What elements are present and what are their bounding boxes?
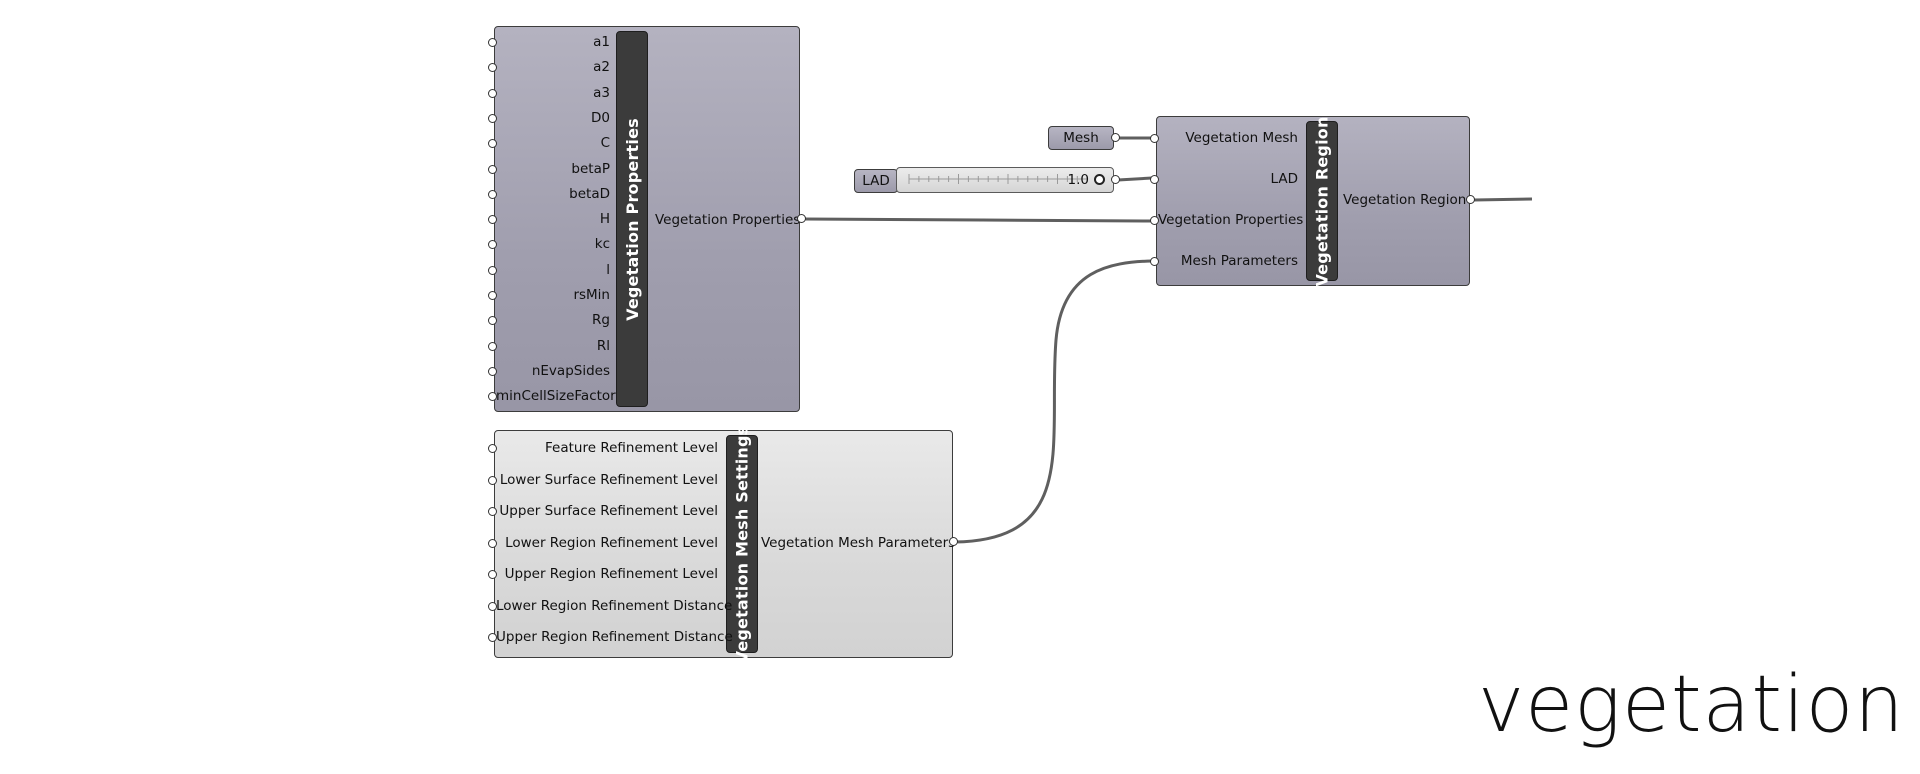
- vegetation-properties-input-label: betaD: [569, 185, 610, 202]
- vegetation-region-title: Vegetation Region: [1312, 115, 1332, 287]
- vegetation-properties-output-port[interactable]: [797, 214, 806, 223]
- vegetation-region-input-port[interactable]: [1150, 134, 1159, 143]
- vegetation-region-node[interactable]: Vegetation Region Vegetation Region: [1156, 116, 1470, 286]
- lad-slider-output-port[interactable]: [1111, 175, 1120, 184]
- vegetation-properties-input-port[interactable]: [488, 341, 497, 351]
- vegetation-properties-input-port[interactable]: [488, 240, 497, 250]
- vegetation-properties-input-label: rsMin: [573, 287, 610, 303]
- vegetation-properties-input-label: betaP: [571, 160, 610, 177]
- mesh-parameter-output-port[interactable]: [1111, 133, 1120, 142]
- vegetation-properties-input-port[interactable]: [488, 265, 497, 275]
- vegetation-mesh-settings-input-label: Upper Region Refinement Level: [504, 566, 718, 582]
- caption-vegetation: vegetation: [1478, 660, 1905, 750]
- vegetation-properties-title: Vegetation Properties: [622, 117, 642, 321]
- vegetation-region-input-port[interactable]: [1150, 257, 1159, 266]
- lad-slider-grip[interactable]: [1094, 174, 1105, 185]
- vegetation-properties-input-port[interactable]: [488, 215, 497, 225]
- vegetation-properties-input-label: H: [599, 211, 610, 228]
- vegetation-mesh-settings-input-label: Upper Region Refinement Distance: [496, 629, 733, 645]
- mesh-parameter-label: Mesh: [1063, 130, 1099, 146]
- vegetation-region-input-port[interactable]: [1150, 216, 1159, 225]
- vegetation-region-input-label: LAD: [1270, 171, 1298, 187]
- lad-slider-label-box[interactable]: LAD: [854, 169, 898, 193]
- vegetation-region-output-label: Vegetation Region: [1343, 192, 1467, 208]
- vegetation-mesh-settings-input-port[interactable]: [488, 538, 497, 548]
- vegetation-mesh-settings-input-port[interactable]: [488, 570, 497, 579]
- vegetation-properties-title-bar[interactable]: Vegetation Properties: [616, 31, 648, 407]
- wire-vegetation-region-out[interactable]: [1473, 197, 1533, 202]
- vegetation-mesh-settings-input-port[interactable]: [488, 475, 497, 485]
- vegetation-properties-input-label: minCellSizeFactor: [496, 388, 616, 405]
- vegetation-properties-input-port[interactable]: [488, 38, 497, 47]
- vegetation-mesh-settings-title-bar[interactable]: Vegetation Mesh Settings: [726, 425, 758, 663]
- vegetation-mesh-settings-input-label: Lower Surface Refinement Level: [499, 471, 718, 488]
- vegetation-properties-input-label: Rg: [592, 312, 610, 329]
- vegetation-mesh-settings-input-port[interactable]: [488, 444, 497, 453]
- vegetation-mesh-settings-title: Vegetation Mesh Settings: [732, 425, 752, 663]
- vegetation-properties-input-port[interactable]: [488, 164, 497, 174]
- vegetation-properties-input-label: a2: [593, 59, 610, 76]
- vegetation-properties-input-port[interactable]: [488, 113, 497, 123]
- lad-slider[interactable]: 1.0: [896, 167, 1114, 193]
- vegetation-region-input-label: Vegetation Mesh: [1185, 130, 1298, 146]
- vegetation-mesh-settings-input-label: Upper Surface Refinement Level: [499, 503, 718, 519]
- vegetation-properties-input-label: a1: [593, 34, 610, 50]
- vegetation-mesh-settings-input-port[interactable]: [488, 507, 497, 516]
- vegetation-mesh-settings-node[interactable]: Vegetation Mesh Settings Vegetation Mesh…: [494, 425, 956, 663]
- vegetation-properties-input-port[interactable]: [488, 366, 497, 376]
- vegetation-properties-input-port[interactable]: [488, 88, 497, 98]
- vegetation-properties-output-label: Vegetation Properties: [655, 212, 801, 228]
- wire-vegetation-properties[interactable]: [803, 217, 1153, 223]
- vegetation-properties-input-label: Rl: [596, 337, 610, 354]
- vegetation-mesh-settings-output-port[interactable]: [949, 537, 958, 546]
- vegetation-mesh-settings-input-port[interactable]: [488, 601, 497, 611]
- vegetation-region-input-label: Vegetation Properties: [1158, 212, 1304, 228]
- vegetation-properties-input-label: nEvapSides: [531, 362, 610, 379]
- vegetation-mesh-settings-input-label: Feature Refinement Level: [545, 440, 718, 456]
- vegetation-properties-input-port[interactable]: [488, 139, 497, 149]
- lad-slider-label: LAD: [862, 173, 890, 189]
- vegetation-properties-input-port[interactable]: [488, 63, 497, 73]
- vegetation-properties-input-port[interactable]: [488, 316, 497, 326]
- vegetation-properties-input-label: kc: [594, 236, 610, 253]
- lad-slider-ticks: [908, 174, 1088, 184]
- vegetation-region-title-bar[interactable]: Vegetation Region: [1306, 116, 1338, 286]
- vegetation-region-input-port[interactable]: [1150, 175, 1159, 184]
- vegetation-properties-input-port[interactable]: [488, 392, 497, 402]
- vegetation-region-input-label: Mesh Parameters: [1180, 253, 1298, 269]
- vegetation-properties-input-label: C: [600, 135, 610, 152]
- wire-lad[interactable]: [1117, 176, 1153, 182]
- vegetation-mesh-settings-input-label: Lower Region Refinement Distance: [496, 597, 733, 614]
- vegetation-properties-input-label: D0: [591, 109, 610, 126]
- mesh-parameter[interactable]: Mesh: [1048, 126, 1114, 150]
- vegetation-mesh-settings-input-port[interactable]: [488, 633, 497, 642]
- vegetation-properties-input-port[interactable]: [488, 189, 497, 199]
- vegetation-properties-input-label: l: [606, 261, 610, 278]
- vegetation-properties-input-label: a3: [593, 84, 610, 101]
- vegetation-region-output-port[interactable]: [1466, 195, 1475, 204]
- wire-mesh-parameters[interactable]: [954, 259, 1153, 544]
- vegetation-mesh-settings-input-label: Lower Region Refinement Level: [505, 534, 718, 551]
- vegetation-properties-input-port[interactable]: [488, 291, 497, 300]
- lad-slider-value: 1.0: [1067, 172, 1089, 188]
- vegetation-mesh-settings-output-label: Vegetation Mesh Parameters: [761, 535, 956, 551]
